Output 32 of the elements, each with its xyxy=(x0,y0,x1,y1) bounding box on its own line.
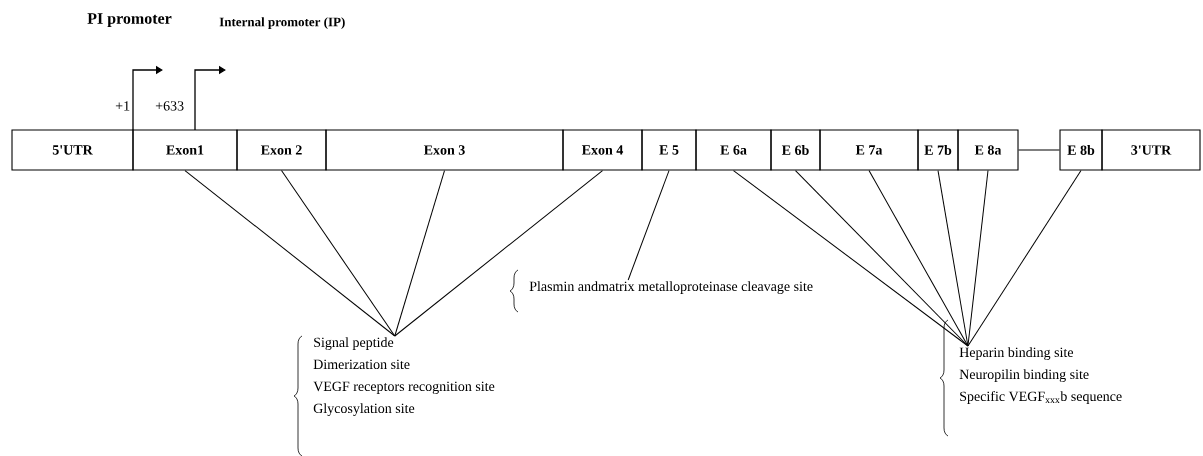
connector-line xyxy=(627,170,670,281)
exon-box: E 6a xyxy=(695,129,772,171)
connector-line xyxy=(394,170,445,337)
annotation-text: Heparin binding site Neuropilin binding site Specific VEGF$_{xxx}$b sequence xyxy=(959,347,1122,404)
connector-line xyxy=(795,170,969,347)
exon-box: Exon 3 xyxy=(325,129,564,171)
connector-line xyxy=(1018,149,1060,151)
position-label: +1 xyxy=(115,101,130,111)
connector-line xyxy=(394,170,603,337)
connector-line xyxy=(967,170,1082,347)
annotation-text: Signal peptide Dimerization site VEGF receptors recognition site Glycosylation site xyxy=(313,337,495,416)
connector-line xyxy=(733,170,969,347)
exon-box: Exon 4 xyxy=(562,129,643,171)
exon-box: E 5 xyxy=(641,129,697,171)
exon-box: 3'UTR xyxy=(1101,129,1201,171)
annotation-text: Plasmin andmatrix metalloproteinase cleavage site xyxy=(529,281,813,294)
exon-box: 5'UTR xyxy=(11,129,134,171)
exon-box: E 7b xyxy=(917,129,959,171)
connector-line xyxy=(937,170,969,347)
promoter-label: Internal promoter (IP) xyxy=(219,17,345,29)
exon-box: E 7a xyxy=(819,129,919,171)
connector-line xyxy=(281,170,396,337)
connector-line xyxy=(967,170,989,347)
promoter-label: PI promoter xyxy=(87,13,172,28)
exon-box: E 6b xyxy=(770,129,821,171)
connector-line xyxy=(868,170,969,347)
position-label: +633 xyxy=(155,101,184,111)
exon-box: E 8b xyxy=(1059,129,1103,171)
exon-box: Exon 2 xyxy=(236,129,327,171)
exon-box: Exon1 xyxy=(132,129,238,171)
connector-line xyxy=(184,170,396,337)
exon-box: E 8a xyxy=(957,129,1019,171)
